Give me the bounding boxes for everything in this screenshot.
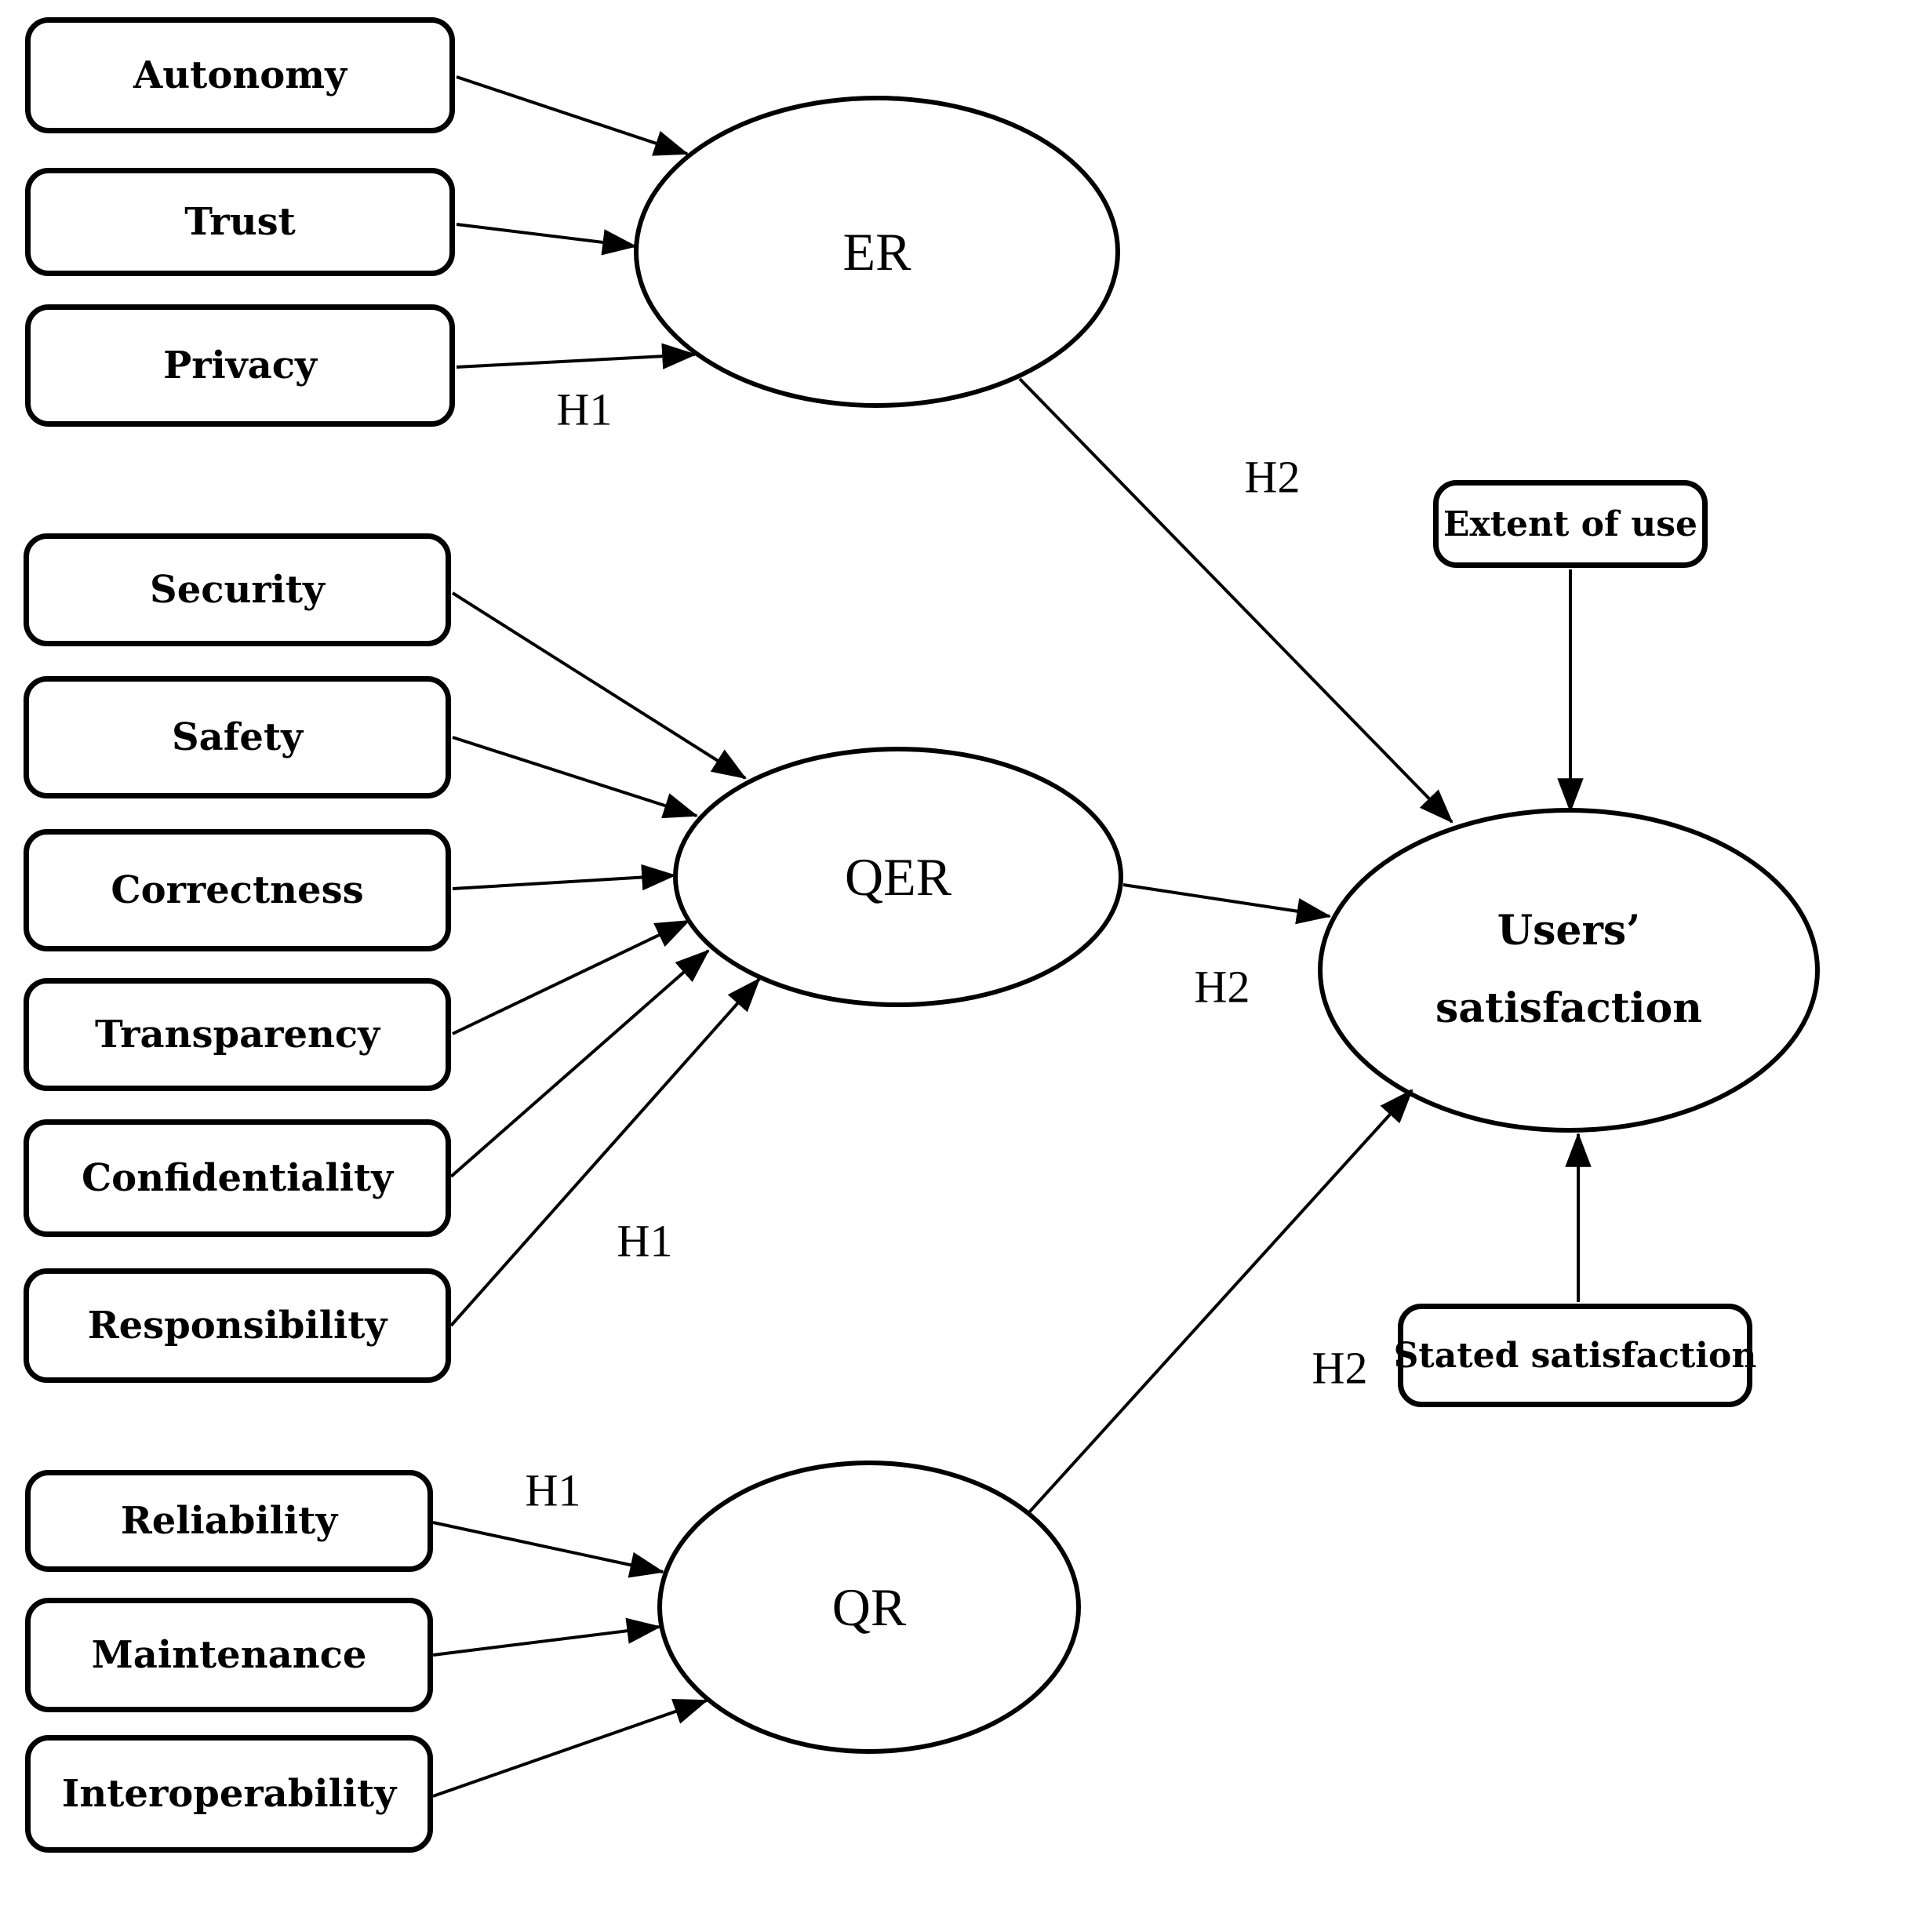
construct-label-qer: QER [845,846,951,907]
arrow-qr-to-satisfaction [1028,1089,1414,1514]
construct-label-users-satisfaction-line1: Users’ [1497,907,1641,955]
indicator-box-maintenance: Maintenance [25,1598,433,1712]
indicator-box-responsibility: Responsibility [24,1268,451,1383]
hypothesis-label-h1-er: H1 [556,384,613,435]
indicator-box-security: Security [24,533,451,646]
hypothesis-label-h2-qer: H2 [1194,961,1250,1013]
arrow-confidentiality-to-qer [449,949,710,1178]
indicator-label-stated-satisfaction: Stated satisfaction [1393,1335,1757,1376]
indicator-box-stated-satisfaction: Stated satisfaction [1394,1304,1756,1407]
indicator-label-reliability: Reliability [120,1499,338,1543]
arrow-interoperability-to-qr [432,1699,709,1798]
indicator-label-maintenance: Maintenance [91,1633,367,1677]
arrow-autonomy-to-er [456,75,689,156]
indicator-box-privacy: Privacy [25,304,455,427]
arrow-qer-to-satisfaction [1122,883,1332,925]
construct-ellipse-er: ER [634,96,1120,408]
indicator-label-safety: Safety [171,715,303,759]
arrow-transparency-to-qer [452,919,690,1035]
indicator-label-confidentiality: Confidentiality [81,1156,394,1200]
indicator-label-interoperability: Interoperability [61,1772,397,1816]
indicator-box-interoperability: Interoperability [25,1735,433,1853]
hypothesis-label-h1-qr: H1 [525,1464,581,1516]
construct-ellipse-qr: QR [657,1460,1081,1754]
indicator-label-security: Security [150,568,325,612]
indicator-label-transparency: Transparency [94,1013,380,1057]
hypothesis-label-h2-er: H2 [1244,451,1301,503]
construct-ellipse-qer: QER [673,747,1123,1007]
indicator-box-autonomy: Autonomy [25,17,455,133]
indicator-box-reliability: Reliability [25,1470,433,1572]
indicator-label-autonomy: Autonomy [133,53,347,97]
arrow-reliability-to-qr [432,1521,665,1578]
arrow-responsibility-to-qer [449,977,761,1327]
indicator-label-extent-of-use: Extent of use [1443,504,1698,544]
hypothesis-label-h2-qr: H2 [1312,1342,1368,1394]
indicator-box-confidentiality: Confidentiality [24,1119,451,1237]
indicator-box-transparency: Transparency [24,978,451,1091]
indicator-label-privacy: Privacy [163,344,317,387]
arrow-security-to-qer [451,591,747,780]
construct-label-qr: QR [831,1577,907,1637]
hypothesis-label-h1-qer: H1 [617,1215,673,1267]
arrow-safety-to-qer [452,736,699,819]
indicator-box-safety: Safety [24,676,451,798]
arrow-er-to-satisfaction [1018,377,1454,824]
indicator-box-trust: Trust [25,168,455,276]
construct-ellipse-users-satisfaction: Users’ satisfaction [1318,808,1820,1133]
arrow-maintenance-to-qr [432,1617,662,1657]
arrow-trust-to-er [456,223,638,256]
arrow-correctness-to-qer [452,864,677,891]
indicator-label-correctness: Correctness [111,868,364,912]
arrow-privacy-to-er [456,343,697,369]
indicator-label-responsibility: Responsibility [87,1304,387,1348]
construct-label-er: ER [842,221,911,282]
construct-label-users-satisfaction-line2: satisfaction [1435,984,1702,1032]
indicator-box-correctness: Correctness [24,829,451,951]
indicator-box-extent-of-use: Extent of use [1433,480,1708,568]
indicator-label-trust: Trust [184,200,296,244]
